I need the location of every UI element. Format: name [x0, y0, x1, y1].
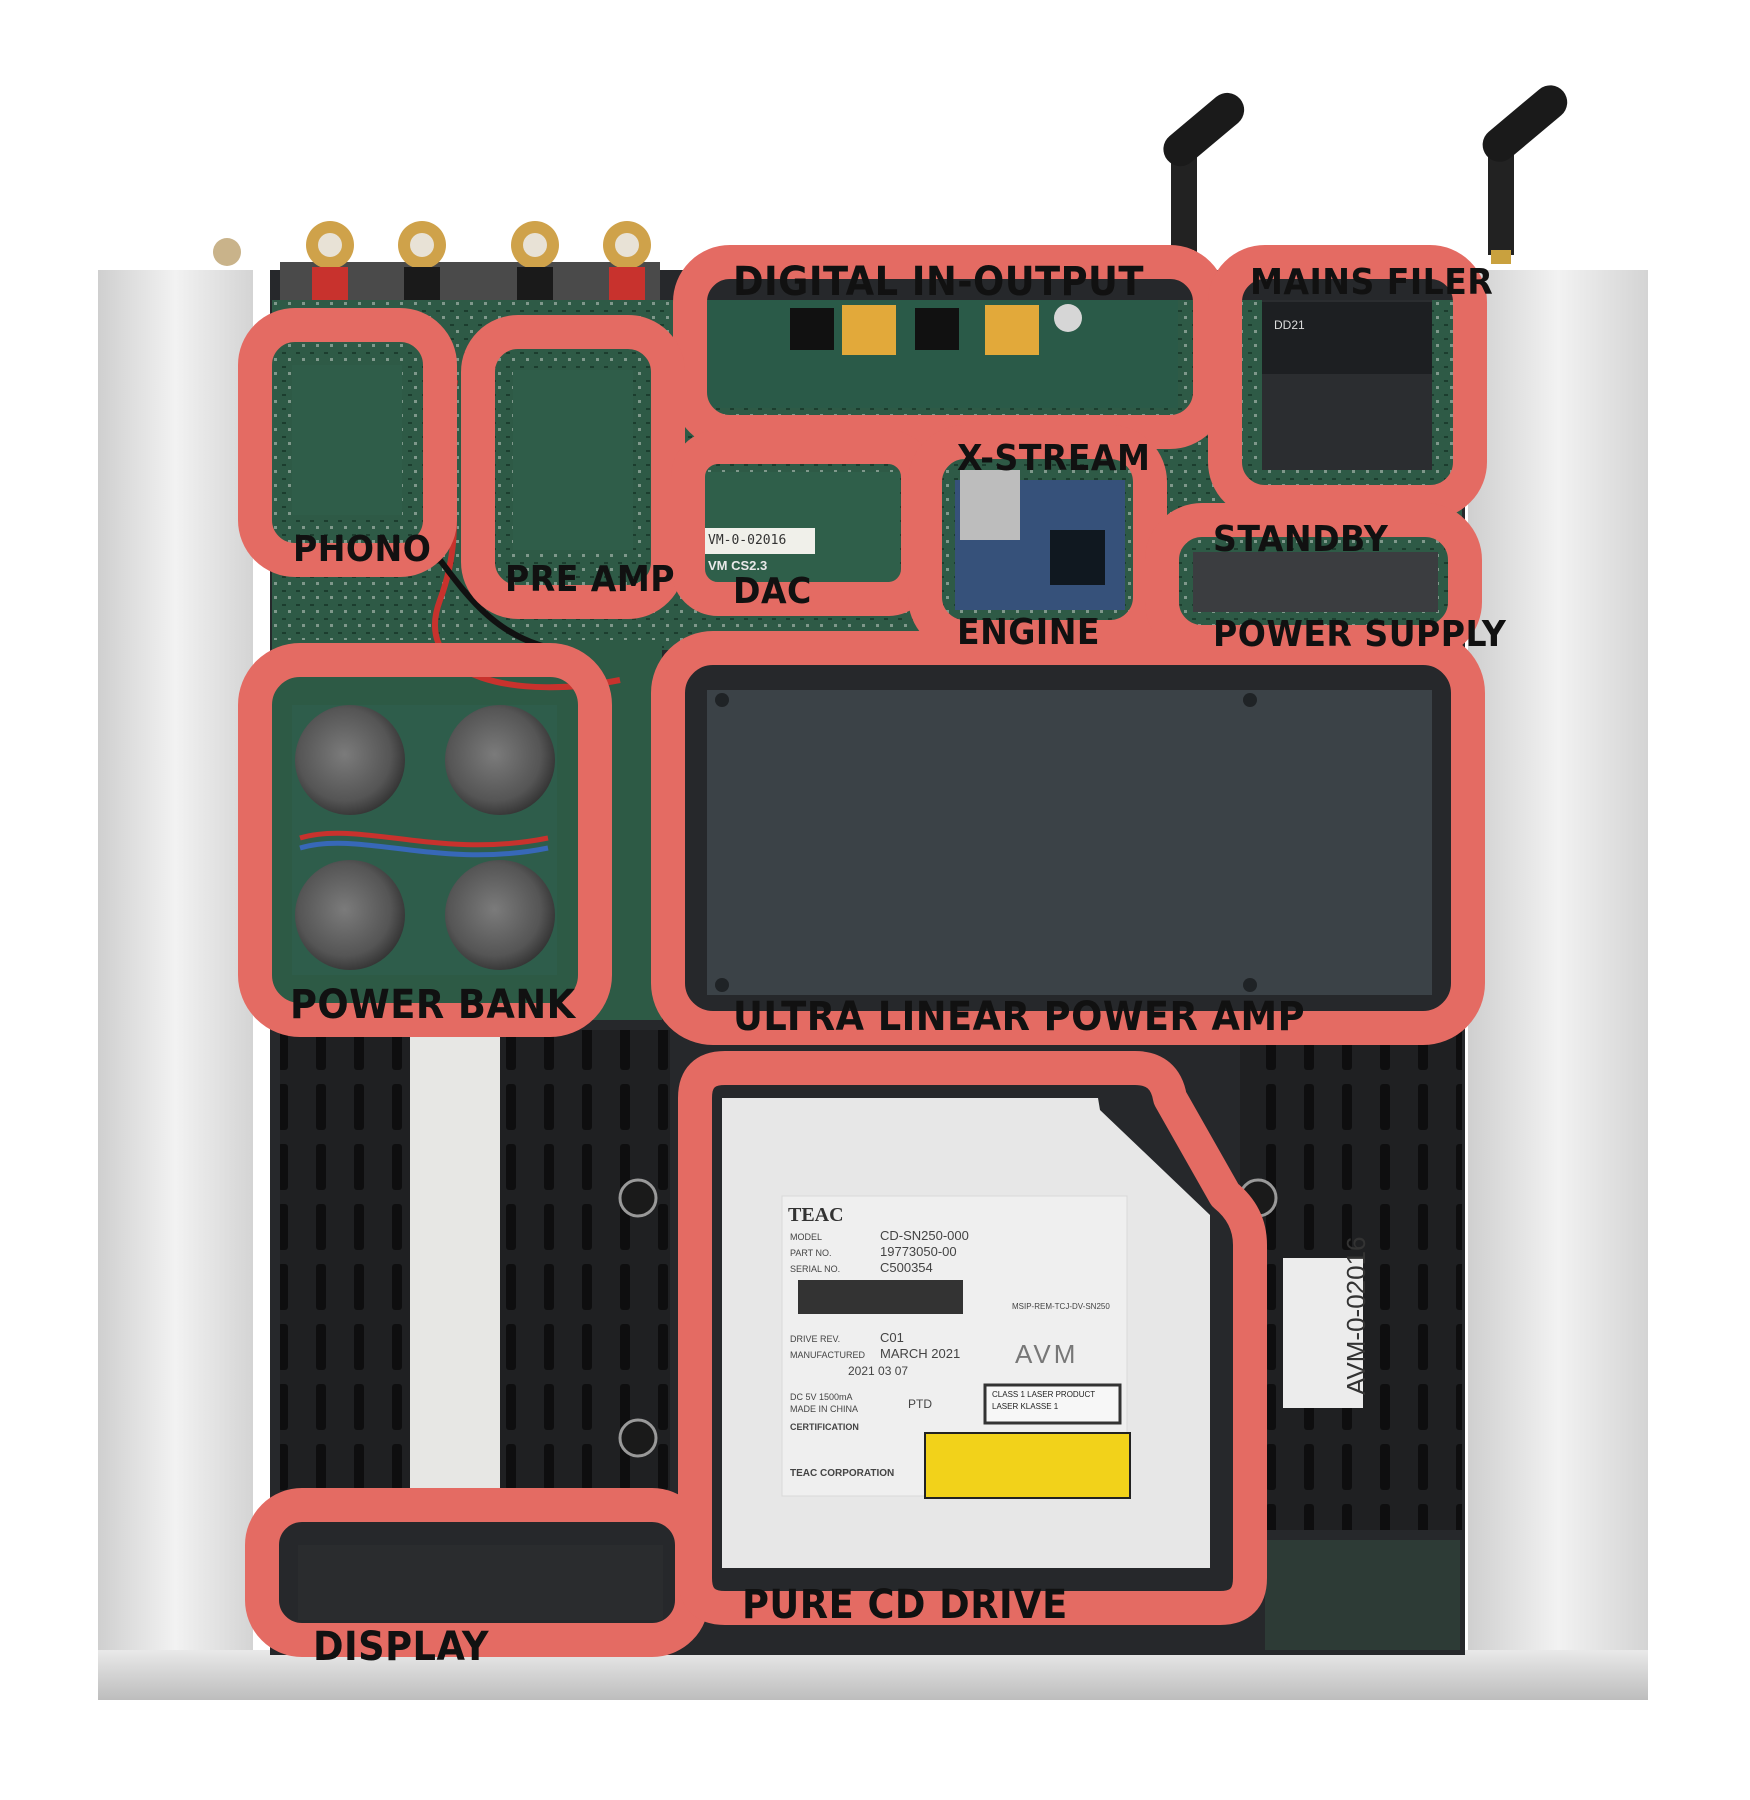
standby-psu-board [1193, 552, 1438, 612]
rca-jacks [306, 221, 651, 305]
ground-screw [213, 238, 241, 266]
ring-phono [238, 308, 457, 577]
manufactured-label: MANUFACTURED [790, 1350, 866, 1360]
chassis-front-lip [98, 1650, 1648, 1700]
certification-label: CERTIFICATION [790, 1422, 859, 1432]
ptd: PTD [908, 1397, 932, 1411]
label-digital-in-output: DIGITAL IN-OUTPUT [733, 259, 1144, 305]
part-label: PART NO. [790, 1248, 832, 1258]
highlight-rings [238, 245, 1487, 1657]
teac-corporation: TEAC CORPORATION [790, 1468, 895, 1479]
label-dac: DAC [733, 571, 812, 612]
capacitor-bank [292, 705, 557, 975]
power-amp-cover [707, 690, 1432, 995]
label-standby: STANDBY [1213, 519, 1389, 560]
display-board [298, 1545, 663, 1620]
barcode [798, 1280, 963, 1314]
wifi-antenna-right [1482, 85, 1568, 264]
cd-drive [722, 1098, 1210, 1568]
lower-section [280, 1030, 1462, 1650]
avm-logo: AVM [1015, 1339, 1079, 1369]
ring-power-bank [238, 643, 612, 1037]
label-display: DISPLAY [313, 1624, 489, 1670]
label-x-stream: X-STREAM [957, 438, 1151, 479]
side-serial-text: AVM-0-02016 [1341, 1236, 1371, 1396]
laser-klasse: LASER KLASSE 1 [992, 1402, 1059, 1411]
serial-value: C500354 [880, 1260, 933, 1275]
label-pre-amp: PRE AMP [505, 559, 676, 600]
part-value: 19773050-00 [880, 1244, 957, 1259]
xstream-shield [960, 470, 1020, 540]
right-corner-pcb [1265, 1540, 1460, 1650]
xstream-chip [1050, 530, 1105, 585]
pre-amp-board [513, 370, 633, 550]
power-rating: DC 5V 1500mA [790, 1392, 853, 1402]
laser-class-box [983, 1383, 1122, 1425]
label-ultra-linear-power-amp: ULTRA LINEAR POWER AMP [733, 994, 1306, 1040]
teac-brand: TEAC [788, 1204, 844, 1226]
ring-pre-amp [461, 315, 685, 619]
laser-warning-label [924, 1432, 1131, 1499]
chassis-right-wall [1468, 270, 1648, 1670]
dac-serial-sticker-text: VM-0-02016 [708, 533, 787, 548]
ribbon-cable [410, 1030, 500, 1510]
label-engine: ENGINE [957, 612, 1100, 653]
label-power-supply: POWER SUPPLY [1213, 614, 1507, 655]
msip-code: MSIP-REM-TCJ-DV-SN250 [1012, 1302, 1110, 1311]
phono-board [292, 365, 402, 515]
label-mains-filter: MAINS FILER [1250, 262, 1494, 303]
laser-class: CLASS 1 LASER PRODUCT [992, 1390, 1096, 1399]
serial-label: SERIAL NO. [790, 1264, 841, 1274]
chassis-left-wall [98, 270, 253, 1670]
dac-serial-sticker [705, 528, 815, 554]
manufactured-value: MARCH 2021 [880, 1346, 961, 1361]
drive-rev-label: DRIVE REV. [790, 1334, 841, 1344]
label-phono: PHONO [293, 529, 432, 570]
dac-board [705, 472, 900, 582]
mains-filter-label-plate [1262, 302, 1432, 374]
label-power-bank: POWER BANK [290, 982, 576, 1028]
model-value: CD-SN250-000 [880, 1228, 969, 1243]
rear-panel-hardware [213, 85, 1568, 306]
capacitor-2 [445, 705, 555, 815]
mains-part-marking: DD21 [1274, 318, 1305, 332]
capacitor-4 [445, 860, 555, 970]
label-pure-cd-drive: PURE CD DRIVE [742, 1582, 1068, 1628]
side-serial-sticker [1283, 1258, 1363, 1408]
origin: MADE IN CHINA [790, 1404, 859, 1414]
model-label: MODEL [790, 1232, 823, 1242]
ring-mains-filter [1208, 245, 1487, 519]
capacitor-3 [295, 860, 405, 970]
dac-board-marking: VM CS2.3 [708, 558, 768, 573]
drive-rev-value: C01 [880, 1330, 904, 1345]
digital-jacks [790, 304, 1082, 355]
wifi-antenna-left [1163, 92, 1245, 264]
capacitor-1 [295, 705, 405, 815]
ring-pure-cd-drive [678, 1051, 1267, 1625]
ring-ultra-linear-power-amp [651, 631, 1485, 1045]
date-line: 2021 03 07 [848, 1364, 909, 1378]
